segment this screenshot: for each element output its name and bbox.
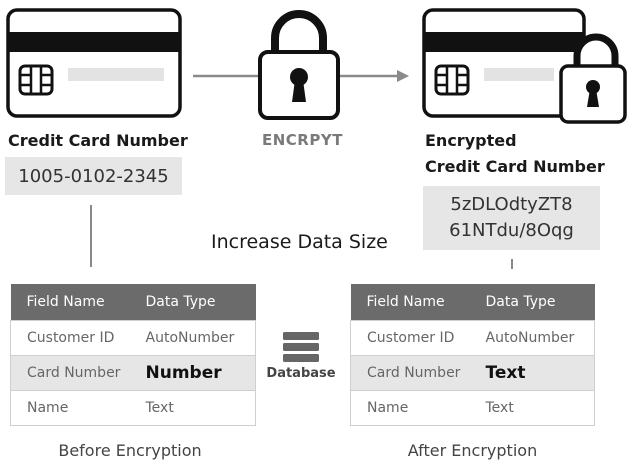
table-row-highlighted: Card Number Text: [350, 355, 595, 391]
left-connector-line: [90, 205, 92, 267]
cipher-line-2: 61NTdu/8Oqg: [449, 220, 574, 241]
after-encryption-caption: After Encryption: [407, 441, 538, 460]
table-header-row: Field Name Data Type: [10, 284, 256, 321]
header-field-name: Field Name: [350, 284, 470, 321]
data-type-cell: AutoNumber: [469, 320, 595, 356]
header-field-name: Field Name: [10, 284, 130, 321]
table-row: Customer ID AutoNumber: [350, 320, 595, 356]
credit-card-icon: [6, 8, 182, 118]
before-encryption-caption: Before Encryption: [58, 441, 202, 460]
field-name-cell: Customer ID: [350, 320, 470, 356]
cipher-line-1: 5zDLOdtyZT8: [450, 194, 573, 215]
encrypted-title-line1: Encrypted: [425, 131, 517, 150]
padlock-icon: [255, 8, 343, 123]
table-header-row: Field Name Data Type: [350, 284, 595, 321]
table-row: Name Text: [350, 390, 595, 426]
data-type-cell: Text: [469, 390, 595, 426]
encrypted-title-line2: Credit Card Number: [425, 157, 605, 176]
increase-data-size-title: Increase Data Size: [211, 231, 388, 253]
data-type-cell: AutoNumber: [129, 320, 256, 356]
table-row: Customer ID AutoNumber: [10, 320, 256, 356]
right-connector-line: [511, 259, 513, 269]
after-encryption-table: Field Name Data Type Customer ID AutoNum…: [350, 284, 595, 426]
database-label: Database: [266, 366, 336, 381]
field-name-cell: Card Number: [10, 355, 130, 391]
table-row: Name Text: [10, 390, 256, 426]
database-icon: [283, 332, 319, 362]
before-encryption-table: Field Name Data Type Customer ID AutoNum…: [10, 284, 256, 426]
data-type-cell: Text: [469, 355, 595, 391]
field-name-cell: Customer ID: [10, 320, 130, 356]
table-row-highlighted: Card Number Number: [10, 355, 256, 391]
field-name-cell: Card Number: [350, 355, 470, 391]
credit-card-number-title: Credit Card Number: [8, 131, 188, 150]
field-name-cell: Name: [10, 390, 130, 426]
header-data-type: Data Type: [469, 284, 595, 321]
encrypted-card-icon: [422, 8, 627, 126]
data-type-cell: Number: [129, 355, 256, 391]
data-type-cell: Text: [129, 390, 256, 426]
credit-card-number-value: 1005-0102-2345: [5, 157, 182, 195]
encrypted-value-box: 5zDLOdtyZT8 61NTdu/8Oqg: [423, 186, 600, 250]
field-name-cell: Name: [350, 390, 470, 426]
encrypt-label: ENCRPYT: [262, 131, 343, 149]
header-data-type: Data Type: [129, 284, 256, 321]
